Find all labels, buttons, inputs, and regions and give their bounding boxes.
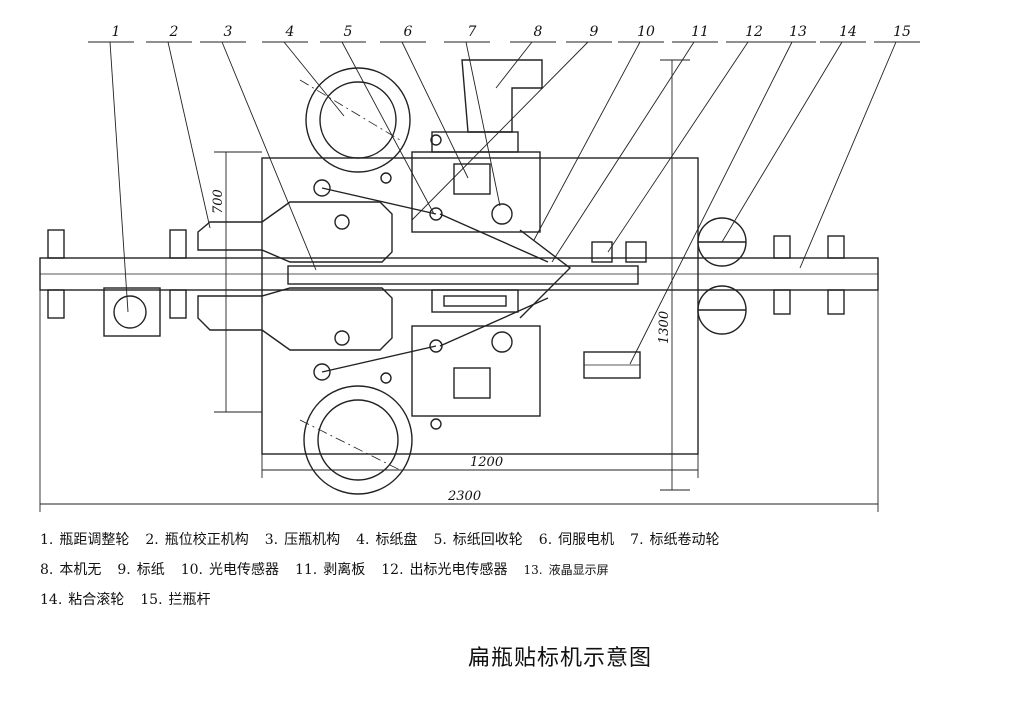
diagram-title: 扁瓶贴标机示意图 bbox=[467, 646, 652, 671]
legend-item: 8.本机无 bbox=[40, 562, 102, 578]
leader-lines bbox=[88, 41, 920, 365]
dimension-overall-length: 2300 bbox=[447, 489, 481, 504]
dimension-lines bbox=[39, 59, 879, 512]
legend-row: 1.瓶距调整轮 2.瓶位校正机构 3.压瓶机构 4.标纸盘 5.标纸回收轮 6.… bbox=[40, 524, 1000, 554]
callout-number: 10 bbox=[637, 24, 655, 40]
dimension-height-left: 700 bbox=[211, 189, 226, 214]
label-reel-upper bbox=[305, 67, 411, 173]
legend-item: 11.剥离板 bbox=[294, 562, 366, 578]
legend-row: 8.本机无 9.标纸 10.光电传感器 11.剥离板 12.出标光电传感器 13… bbox=[40, 554, 1000, 584]
callout-number: 5 bbox=[344, 24, 353, 40]
callout-number: 8 bbox=[534, 24, 543, 40]
callout-number: 13 bbox=[789, 24, 807, 40]
bottle-corrector-lower bbox=[197, 287, 393, 351]
callout-number: 9 bbox=[590, 24, 599, 40]
parts-legend: 1.瓶距调整轮 2.瓶位校正机构 3.压瓶机构 4.标纸盘 5.标纸回收轮 6.… bbox=[40, 524, 1000, 614]
label-wind-roller-lower bbox=[491, 331, 513, 353]
legend-item: 5.标纸回收轮 bbox=[433, 532, 523, 548]
callout-number: 3 bbox=[224, 24, 233, 40]
legend-item: 14.粘合滚轮 bbox=[40, 592, 125, 608]
dimension-body-length: 1200 bbox=[470, 455, 503, 470]
legend-item: 12.出标光电传感器 bbox=[381, 562, 508, 578]
bottle-corrector-upper bbox=[197, 201, 393, 263]
servo-motor-lower bbox=[453, 367, 491, 399]
callout-number: 1 bbox=[112, 24, 121, 40]
legend-item: 2.瓶位校正机构 bbox=[145, 532, 249, 548]
machine-drawing: 1 2 3 4 5 6 7 8 9 10 11 12 13 14 15 2300… bbox=[39, 24, 920, 512]
callout-number: 12 bbox=[745, 24, 763, 40]
legend-item: 1.瓶距调整轮 bbox=[40, 532, 130, 548]
dimension-height-right: 1300 bbox=[657, 311, 672, 344]
legend-item: 6.伺服电机 bbox=[538, 532, 615, 548]
label-reel-lower bbox=[303, 385, 413, 495]
callout-number: 15 bbox=[893, 24, 911, 40]
callout-number: 4 bbox=[285, 24, 295, 40]
legend-item: 4.标纸盘 bbox=[356, 532, 418, 548]
legend-item: 13.液晶显示屏 bbox=[523, 562, 609, 577]
callout-number: 6 bbox=[404, 24, 413, 40]
callout-number: 11 bbox=[691, 24, 709, 40]
legend-row: 14.粘合滚轮 15.拦瓶杆 bbox=[40, 584, 1000, 614]
callout-number: 7 bbox=[468, 24, 477, 40]
callout-number: 2 bbox=[169, 24, 179, 40]
label-wind-roller-upper bbox=[491, 203, 513, 225]
motor-mount bbox=[461, 59, 543, 133]
pressing-mechanism bbox=[287, 265, 639, 285]
legend-item: 7.标纸卷动轮 bbox=[630, 532, 720, 548]
bottle-pitch-wheel bbox=[113, 295, 147, 329]
legend-item: 9.标纸 bbox=[117, 562, 165, 578]
legend-item: 3.压瓶机构 bbox=[264, 532, 341, 548]
legend-item: 15.拦瓶杆 bbox=[140, 592, 211, 608]
peeling-plate bbox=[519, 229, 572, 319]
rail-clamps bbox=[47, 229, 845, 319]
legend-item: 10.光电传感器 bbox=[180, 562, 279, 578]
label-head-lower bbox=[411, 325, 541, 417]
servo-motor-upper bbox=[453, 163, 491, 195]
callout-number: 14 bbox=[839, 24, 857, 40]
